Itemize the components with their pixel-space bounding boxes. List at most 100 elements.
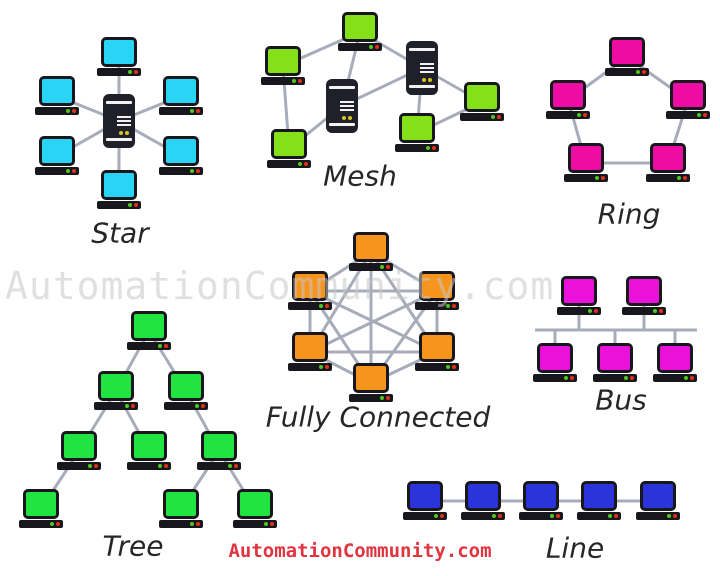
computer-icon (564, 143, 608, 183)
power-led-green (426, 146, 430, 150)
power-led-red (690, 376, 694, 380)
server-detail (348, 116, 352, 120)
computer-icon (622, 276, 666, 316)
monitor-screen (265, 46, 301, 76)
power-led-red (72, 169, 76, 173)
server-icon (326, 79, 358, 133)
computer-base (261, 77, 305, 85)
computer-base (35, 107, 79, 115)
power-led-green (128, 70, 132, 74)
power-led-green (550, 514, 554, 518)
topology-label-tree: Tree (102, 529, 164, 563)
power-led-red (56, 522, 60, 526)
topology-label-line: Line (545, 531, 605, 565)
power-led-red (234, 464, 238, 468)
power-led-green (595, 176, 599, 180)
computer-icon (636, 481, 680, 521)
server-detail (106, 101, 132, 104)
monitor-screen (101, 170, 137, 200)
power-led-green (434, 514, 438, 518)
computer-icon (35, 136, 79, 176)
computer-icon (349, 232, 393, 272)
power-led-green (684, 376, 688, 380)
power-led-green (369, 45, 373, 49)
monitor-screen (101, 37, 137, 67)
monitor-screen (23, 489, 59, 519)
server-detail (420, 71, 434, 73)
brand-link[interactable]: AutomationCommunity.com (228, 540, 492, 562)
server-detail (340, 109, 354, 111)
power-led-green (636, 70, 640, 74)
monitor-screen (237, 489, 273, 519)
power-led-green (588, 309, 592, 313)
monitor-screen (465, 481, 501, 511)
computer-icon (127, 311, 171, 351)
power-led-green (446, 304, 450, 308)
computer-icon (94, 371, 138, 411)
power-led-red (164, 464, 168, 468)
topology-label-mesh: Mesh (323, 159, 397, 193)
power-led-green (88, 464, 92, 468)
power-led-green (492, 514, 496, 518)
monitor-screen (163, 489, 199, 519)
monitor-screen (39, 76, 75, 106)
computer-icon (461, 481, 505, 521)
power-led-red (201, 404, 205, 408)
monitor-screen (581, 481, 617, 511)
computer-base (546, 111, 590, 119)
power-led-green (128, 203, 132, 207)
monitor-screen (609, 37, 645, 67)
power-led-red (72, 109, 76, 113)
monitor-screen (640, 481, 676, 511)
monitor-screen (342, 12, 378, 42)
computer-icon (557, 276, 601, 316)
monitor-screen (163, 136, 199, 166)
computer-icon (159, 76, 203, 116)
computer-base (395, 144, 439, 152)
monitor-screen (353, 363, 389, 393)
power-led-red (673, 514, 677, 518)
computer-base (460, 113, 504, 121)
monitor-screen (537, 343, 573, 373)
computer-icon (97, 170, 141, 210)
power-led-green (66, 169, 70, 173)
power-led-green (564, 376, 568, 380)
computer-base (159, 520, 203, 528)
monitor-screen (271, 129, 307, 159)
monitor-screen (650, 143, 686, 173)
server-detail (340, 101, 354, 103)
server-detail (329, 123, 355, 126)
computer-base (94, 402, 138, 410)
power-led-green (190, 169, 194, 173)
monitor-screen (163, 76, 199, 106)
power-led-green (608, 514, 612, 518)
server-detail (409, 48, 435, 51)
connection-line (309, 289, 438, 354)
computer-icon (159, 136, 203, 176)
monitor-screen (131, 311, 167, 341)
power-led-red (583, 113, 587, 117)
power-led-red (556, 514, 560, 518)
computer-base (519, 512, 563, 520)
power-led-red (630, 376, 634, 380)
power-led-red (134, 70, 138, 74)
monitor-screen (399, 113, 435, 143)
monitor-screen (597, 343, 633, 373)
power-led-red (325, 365, 329, 369)
computer-base (564, 174, 608, 182)
computer-base (605, 68, 649, 76)
server-detail (125, 131, 129, 135)
monitor-screen (626, 276, 662, 306)
power-led-green (190, 522, 194, 526)
computer-icon (19, 489, 63, 529)
monitor-screen (561, 276, 597, 306)
computer-icon (415, 271, 459, 311)
computer-icon (127, 431, 171, 471)
computer-base (577, 512, 621, 520)
server-detail (409, 85, 435, 88)
power-led-green (380, 265, 384, 269)
power-led-red (386, 265, 390, 269)
power-led-red (298, 79, 302, 83)
computer-icon (415, 332, 459, 372)
computer-icon (666, 80, 710, 120)
